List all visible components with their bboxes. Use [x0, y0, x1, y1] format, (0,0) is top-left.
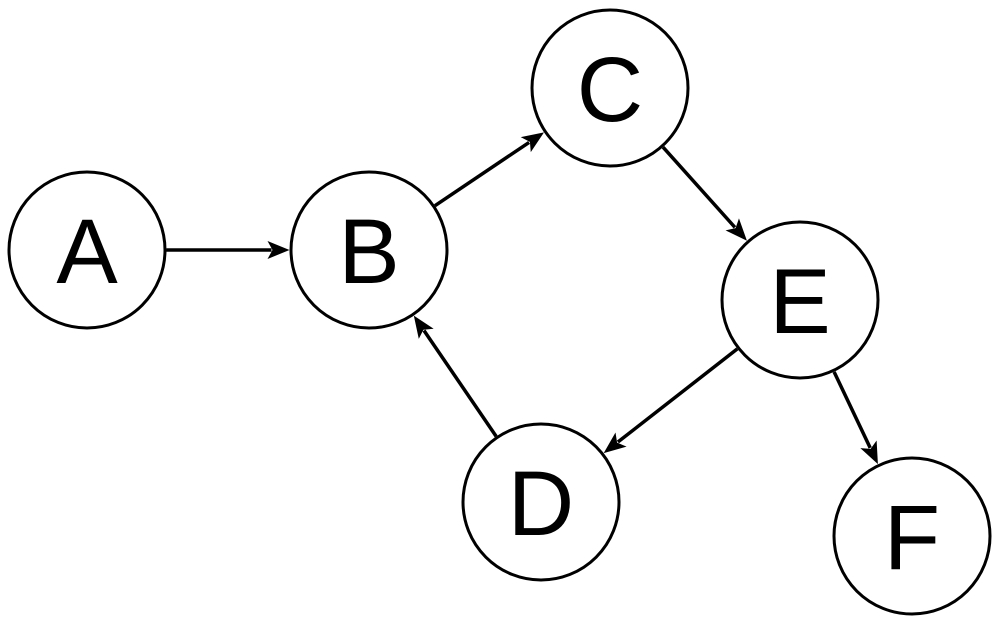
edges-layer [166, 132, 878, 465]
node-a-circle [7, 170, 167, 330]
edge-b-to-c-line [434, 140, 531, 208]
edge-c-to-e-line [661, 146, 737, 229]
nodes-layer: A B C D E F [7, 8, 992, 616]
node-f-label: F [884, 487, 940, 589]
node-e: E [720, 220, 880, 380]
arrowhead-icon [267, 241, 290, 259]
node-c-label: C [577, 39, 643, 141]
node-b: B [289, 170, 449, 330]
node-e-label: E [769, 251, 830, 353]
node-e-circle [720, 220, 880, 380]
arrowhead-icon [860, 440, 878, 465]
node-d-circle [461, 422, 621, 582]
edge-a-to-b [166, 241, 290, 259]
edge-d-to-b [413, 315, 498, 438]
edge-e-to-d-line [616, 347, 739, 444]
edge-e-to-f-line [832, 371, 872, 449]
node-b-circle [289, 170, 449, 330]
node-c-circle [530, 8, 690, 168]
arrowhead-icon [520, 132, 545, 153]
arrowhead-icon [413, 315, 434, 339]
node-c: C [530, 8, 690, 168]
edge-d-to-b-line [422, 329, 498, 438]
node-d: D [461, 422, 621, 582]
node-b-label: B [338, 201, 399, 303]
node-d-label: D [508, 453, 574, 555]
edge-c-to-e [661, 146, 747, 241]
edge-b-to-c [434, 132, 545, 208]
edge-e-to-f [832, 371, 878, 465]
node-a: A [7, 170, 167, 330]
arrowhead-icon [725, 218, 747, 241]
arrowhead-icon [603, 432, 627, 454]
edge-e-to-d [603, 347, 739, 454]
node-f-circle [832, 456, 992, 616]
node-f: F [832, 456, 992, 616]
node-a-label: A [56, 201, 118, 303]
